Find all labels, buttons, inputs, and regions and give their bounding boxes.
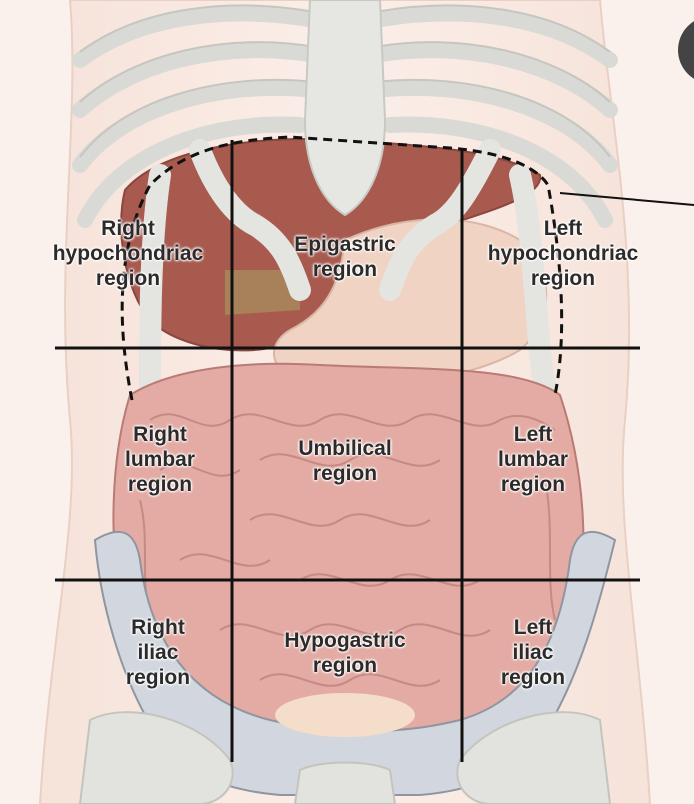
- bladder: [275, 693, 415, 737]
- pelvic-bones: [78, 711, 612, 804]
- costal-margin: [139, 139, 556, 401]
- leader-line: [559, 192, 694, 206]
- sternum: [303, 0, 387, 217]
- region-grid: [55, 140, 640, 762]
- callout-circle: [678, 21, 694, 79]
- gallbladder: [225, 270, 300, 315]
